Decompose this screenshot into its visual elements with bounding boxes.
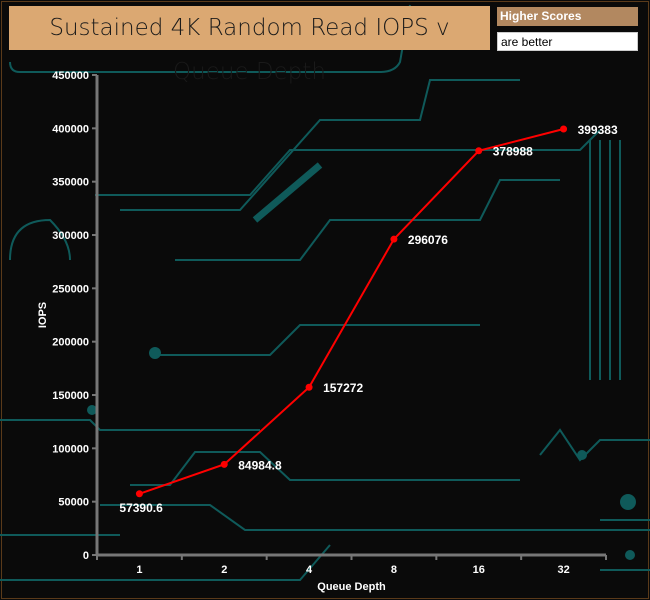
y-tick-label: 300000	[52, 230, 89, 242]
series-line	[139, 128, 564, 495]
y-axis-label: IOPS	[37, 302, 49, 328]
x-tick-label: 32	[557, 564, 569, 576]
data-point	[475, 147, 483, 155]
data-label: 399383	[578, 123, 618, 137]
legend-note-higher: Higher Scores	[497, 7, 638, 26]
y-tick-label: 400000	[52, 123, 89, 135]
x-tick-label: 16	[473, 564, 485, 576]
y-tick-label: 250000	[52, 283, 89, 295]
y-tick-label: 350000	[52, 177, 89, 189]
y-tick-label: 150000	[52, 390, 89, 402]
x-tick-label: 8	[391, 564, 397, 576]
y-tick-label: 0	[83, 550, 89, 562]
data-label: 157272	[323, 381, 363, 395]
y-tick-label: 200000	[52, 337, 89, 349]
data-point	[220, 460, 228, 468]
data-label: 296076	[408, 233, 448, 247]
data-point	[305, 383, 313, 391]
data-point	[135, 490, 143, 498]
y-tick-label: 100000	[52, 443, 89, 455]
y-tick-label: 50000	[58, 497, 89, 509]
data-label: 378988	[493, 145, 533, 159]
chart-title: Sustained 4K Random Read IOPS v Queue De…	[9, 6, 490, 85]
data-label: 84984.8	[238, 458, 282, 472]
legend-note-better: are better	[497, 32, 638, 51]
x-tick-label: 4	[306, 564, 313, 576]
x-tick-label: 1	[136, 564, 142, 576]
data-point	[390, 235, 398, 243]
x-axis-label: Queue Depth	[317, 581, 386, 593]
data-point	[560, 125, 568, 133]
y-tick-label: 450000	[52, 70, 89, 82]
data-label: 57390.6	[119, 501, 163, 515]
x-tick-label: 2	[221, 564, 227, 576]
